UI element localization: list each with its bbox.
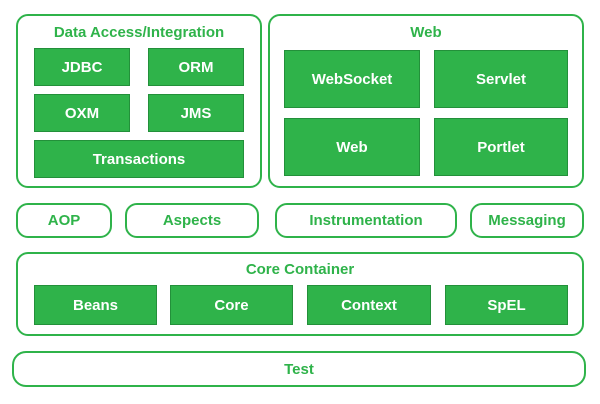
spel-box: SpEL <box>445 285 568 325</box>
servlet-box: Servlet <box>434 50 568 108</box>
aop-module: AOP <box>16 203 112 238</box>
websocket-box: WebSocket <box>284 50 420 108</box>
transactions-box: Transactions <box>34 140 244 178</box>
test-module: Test <box>12 351 586 387</box>
messaging-module: Messaging <box>470 203 584 238</box>
orm-box: ORM <box>148 48 244 86</box>
beans-box: Beans <box>34 285 157 325</box>
instrumentation-module: Instrumentation <box>275 203 457 238</box>
jdbc-box: JDBC <box>34 48 130 86</box>
portlet-box: Portlet <box>434 118 568 176</box>
oxm-box: OXM <box>34 94 130 132</box>
core-box: Core <box>170 285 293 325</box>
web-panel-title: Web <box>410 24 442 41</box>
web-box: Web <box>284 118 420 176</box>
core-container-title: Core Container <box>245 261 355 278</box>
jms-box: JMS <box>148 94 244 132</box>
context-box: Context <box>307 285 431 325</box>
aspects-module: Aspects <box>125 203 259 238</box>
data-access-integration-title: Data Access/Integration <box>53 24 225 41</box>
